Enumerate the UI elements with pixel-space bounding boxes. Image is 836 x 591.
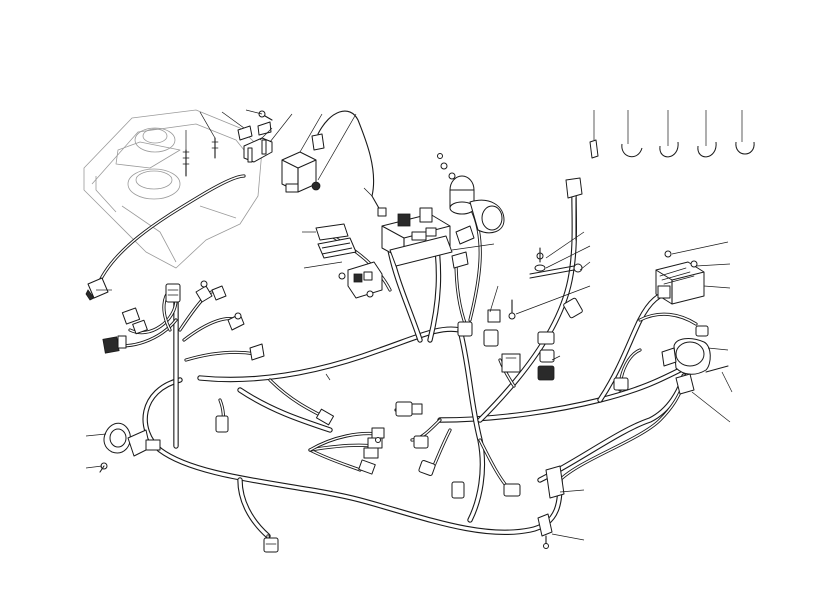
leader-lines: [85, 109, 743, 541]
fuse-box: [381, 207, 453, 267]
starter-relay: [338, 195, 387, 299]
ignition-coil-left: [281, 151, 321, 193]
sensor-plugs: [358, 401, 436, 476]
coil-bracket: [243, 137, 273, 163]
left-plug-group: [102, 280, 265, 361]
mid-connectors: [451, 309, 521, 499]
headlight-connector: [85, 277, 109, 301]
main-wiring-harness: [142, 193, 687, 539]
left-lower-connectors: [215, 408, 335, 553]
spark-plug-cap-top: [311, 110, 375, 197]
voltage-regulator: [655, 250, 705, 305]
starter-solenoid: [437, 153, 505, 245]
starter-cable-clip: [451, 251, 469, 269]
top-right-connector: [565, 177, 583, 241]
fuel-tank-outline: [83, 109, 263, 269]
relay-connectors: [537, 297, 629, 391]
cable-clips: [589, 139, 755, 159]
right-lower-plugs: [537, 465, 565, 549]
mounting-bolts: [182, 110, 273, 177]
fuse-cover: [315, 223, 357, 259]
ignition-coil-right: [661, 325, 729, 395]
horn: [99, 422, 161, 473]
